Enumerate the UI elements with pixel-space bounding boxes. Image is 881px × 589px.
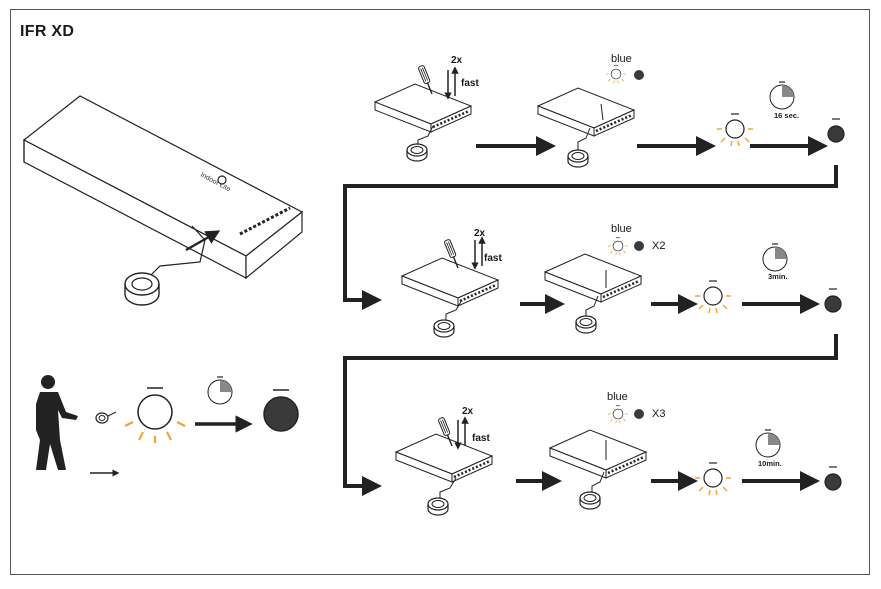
lamp-on-icon xyxy=(124,387,186,443)
step-row-1 xyxy=(373,64,845,168)
lamp-off-icon xyxy=(263,389,299,432)
press-speed-2: fast xyxy=(484,253,502,264)
press-count-2: 2x xyxy=(474,228,486,239)
diagram-frame xyxy=(10,9,870,575)
press-speed-1: fast xyxy=(461,78,479,89)
press-count-3: 2x xyxy=(462,406,474,417)
blink-count-2: X2 xyxy=(652,240,666,252)
timer-icon xyxy=(207,376,233,405)
small-sensor-icon xyxy=(95,411,117,424)
led-color-2: blue xyxy=(611,223,632,235)
large-controller: Indoor Lite xyxy=(22,95,304,280)
person-icon xyxy=(36,375,78,470)
led-color-3: blue xyxy=(607,391,628,403)
blink-count-3: X3 xyxy=(652,408,666,420)
timer-label-3: 10min. xyxy=(758,459,782,468)
timer-label-1: 16 sec. xyxy=(774,111,800,120)
press-count-1: 2x xyxy=(451,55,463,66)
row-connector xyxy=(343,165,838,496)
large-sensor xyxy=(124,225,221,306)
step-row-3 xyxy=(394,405,842,516)
press-speed-3: fast xyxy=(472,433,490,444)
step-row-2 xyxy=(400,236,842,338)
timer-label-2: 3min. xyxy=(768,272,788,281)
led-color-1: blue xyxy=(611,53,632,65)
page-title: IFR XD xyxy=(20,23,75,40)
